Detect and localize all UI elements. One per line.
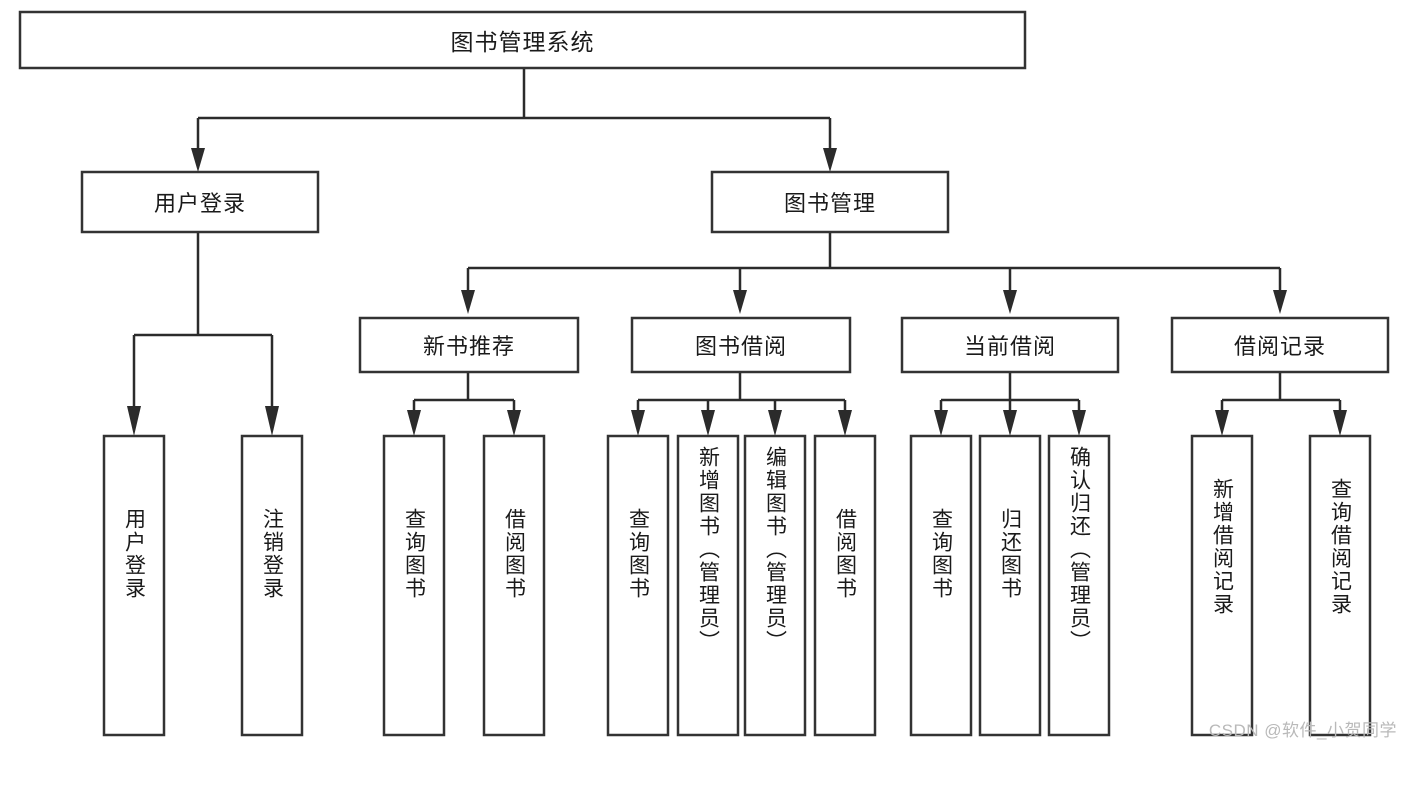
node-box-borrow-record[interactable] [1170, 316, 1390, 374]
node-box-leaf-query-record[interactable] [1308, 434, 1372, 737]
node-box-leaf-user-login[interactable] [102, 434, 166, 737]
node-box-leaf-confirm-return[interactable] [1047, 434, 1111, 737]
connector-group-book-borrow [631, 372, 852, 436]
node-box-leaf-borrow-book-1[interactable] [482, 434, 546, 737]
node-box-title[interactable] [18, 10, 1027, 70]
connector-group-user-login [127, 232, 279, 436]
node-box-leaf-return-book[interactable] [978, 434, 1042, 737]
node-box-leaf-query-book-1[interactable] [382, 434, 446, 737]
flowchart-canvas: 图书管理系统 用户登录 图书管理 新书推荐 图书借阅 当前借阅 借阅记录 用户登… [18, 10, 1397, 740]
node-box-leaf-edit-book[interactable] [743, 434, 807, 737]
connector-group-book-management [461, 232, 1287, 314]
flowchart-svg [18, 10, 1390, 737]
node-box-current-borrow[interactable] [900, 316, 1120, 374]
node-box-leaf-query-book-2[interactable] [606, 434, 670, 737]
node-box-leaf-query-book-3[interactable] [909, 434, 973, 737]
node-box-book-management[interactable] [710, 170, 950, 234]
node-box-user-login[interactable] [80, 170, 320, 234]
connector-group-current-borrow [934, 372, 1086, 436]
connector-group-borrow-record [1215, 372, 1347, 436]
node-box-new-book-recommend[interactable] [358, 316, 580, 374]
node-box-leaf-borrow-book-2[interactable] [813, 434, 877, 737]
node-box-leaf-add-book[interactable] [676, 434, 740, 737]
connector-group-root [191, 68, 837, 172]
node-box-leaf-logout-login[interactable] [240, 434, 304, 737]
connector-group-new-book-recommend [407, 372, 521, 436]
node-box-leaf-add-record[interactable] [1190, 434, 1254, 737]
node-box-book-borrow[interactable] [630, 316, 852, 374]
